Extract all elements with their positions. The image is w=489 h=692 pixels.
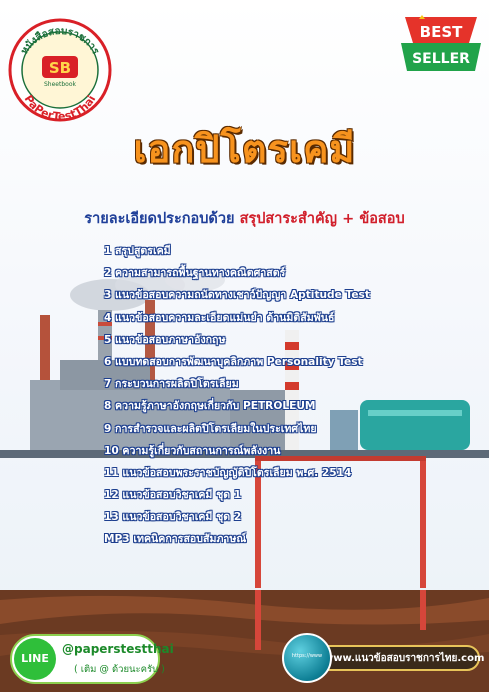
subtitle-prefix: รายละเอียดประกอบด้วย	[84, 211, 235, 227]
subtitle-plus: +	[342, 211, 355, 227]
list-item: 2 ความสามารถพื้นฐานทางคณิตศาสตร์	[104, 267, 286, 280]
contents-subtitle: รายละเอียดประกอบด้วย สรุปสาระสำคัญ + ข้อ…	[0, 207, 489, 230]
logo-monogram: SB	[49, 59, 71, 77]
refinery-icon	[0, 268, 489, 588]
globe-text: https://www	[291, 653, 323, 659]
subtitle-highlight: สรุปสาระสำคัญ	[239, 211, 338, 227]
badge-line1: BEST	[420, 23, 463, 41]
list-item: 11 แนวข้อสอบพระราชบัญญัติปิโตรเลียม พ.ศ.…	[104, 466, 352, 479]
publisher-logo: หนังสือสอบราชการ SB Sheetbook PaPerTestT…	[8, 18, 112, 123]
line-contact[interactable]: LINE @paperstestthai ( เติม @ ด้วยนะครับ…	[10, 634, 174, 684]
list-item: 13 แนวข้อสอบวิชาเคมี ชุด 2	[104, 511, 242, 524]
line-handle: @paperstestthai	[62, 642, 174, 656]
refinery-illustration	[0, 260, 489, 590]
logo-emblem-icon: หนังสือสอบราชการ SB Sheetbook PaPerTestT…	[8, 18, 112, 123]
list-item: 10 ความรู้เกี่ยวกับสถานการณ์พลังงาน	[104, 444, 281, 457]
list-item: 1 สรุปสูตรเคมี	[104, 245, 171, 257]
line-app-icon: LINE	[14, 638, 56, 680]
list-item: 7 กระบวนการผลิตปิโตรเลียม	[104, 378, 239, 391]
website-url: www.แนวข้อสอบราชการไทย.com	[324, 653, 485, 664]
best-seller-ribbon-icon: BEST SELLER	[401, 15, 481, 71]
subtitle-suffix: ข้อสอบ	[359, 211, 405, 227]
list-item: 5 แนวข้อสอบภาษาอังกฤษ	[104, 333, 226, 346]
list-item: 9 การสำรวจและผลิตปิโตรเลียมในประเทศไทย	[104, 422, 317, 435]
list-item: 8 ความรู้ภาษาอังกฤษเกี่ยวกับ PETROLEUM	[104, 400, 316, 413]
globe-icon: https://www	[282, 633, 332, 683]
badge-line2: SELLER	[412, 51, 470, 67]
website-link[interactable]: www.แนวข้อสอบราชการไทย.com https://www	[282, 633, 485, 683]
best-seller-badge: BEST SELLER	[399, 13, 483, 75]
list-item: 12 แนวข้อสอบวิชาเคมี ชุด 1	[104, 489, 242, 502]
line-note: ( เติม @ ด้วยนะครับ )	[74, 664, 165, 675]
list-item: MP3 เทคนิคการสอบสัมภาษณ์	[104, 533, 247, 546]
list-item: 6 แบบทดสอบการพัฒนาบุคลิกภาพ Personality …	[104, 355, 363, 368]
contents-list: 1 สรุปสูตรเคมี 2 ความสามารถพื้นฐานทางคณิ…	[104, 240, 370, 551]
logo-sheetbook: Sheetbook	[44, 81, 76, 88]
list-item: 4 แนวข้อสอบความละเอียดแม่นยำ ด้านมิติสัม…	[104, 311, 335, 324]
book-title: เอกปิโตรเคมี	[133, 127, 356, 171]
list-item: 3 แนวข้อสอบความถนัดทางเชาว์ปัญญา Aptitud…	[104, 289, 370, 302]
